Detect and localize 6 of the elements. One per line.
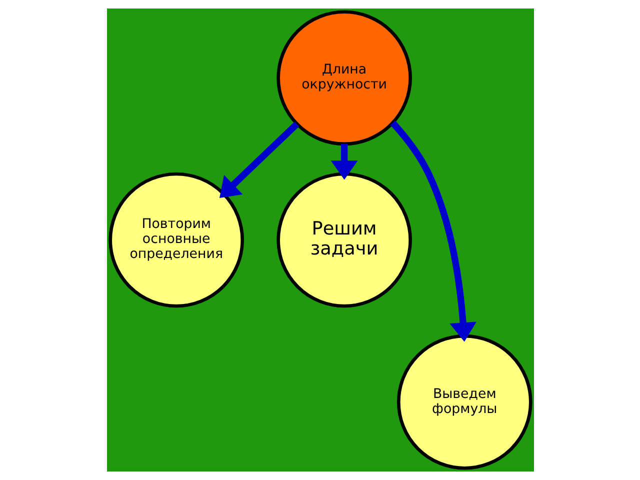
arrow — [390, 120, 476, 342]
node-circle: Выведем формулы — [396, 334, 532, 470]
arrow — [330, 144, 358, 180]
node-circle: Решим задачи — [276, 172, 412, 308]
node-circle: Длина окружности — [276, 10, 412, 146]
arrow — [218, 122, 299, 198]
